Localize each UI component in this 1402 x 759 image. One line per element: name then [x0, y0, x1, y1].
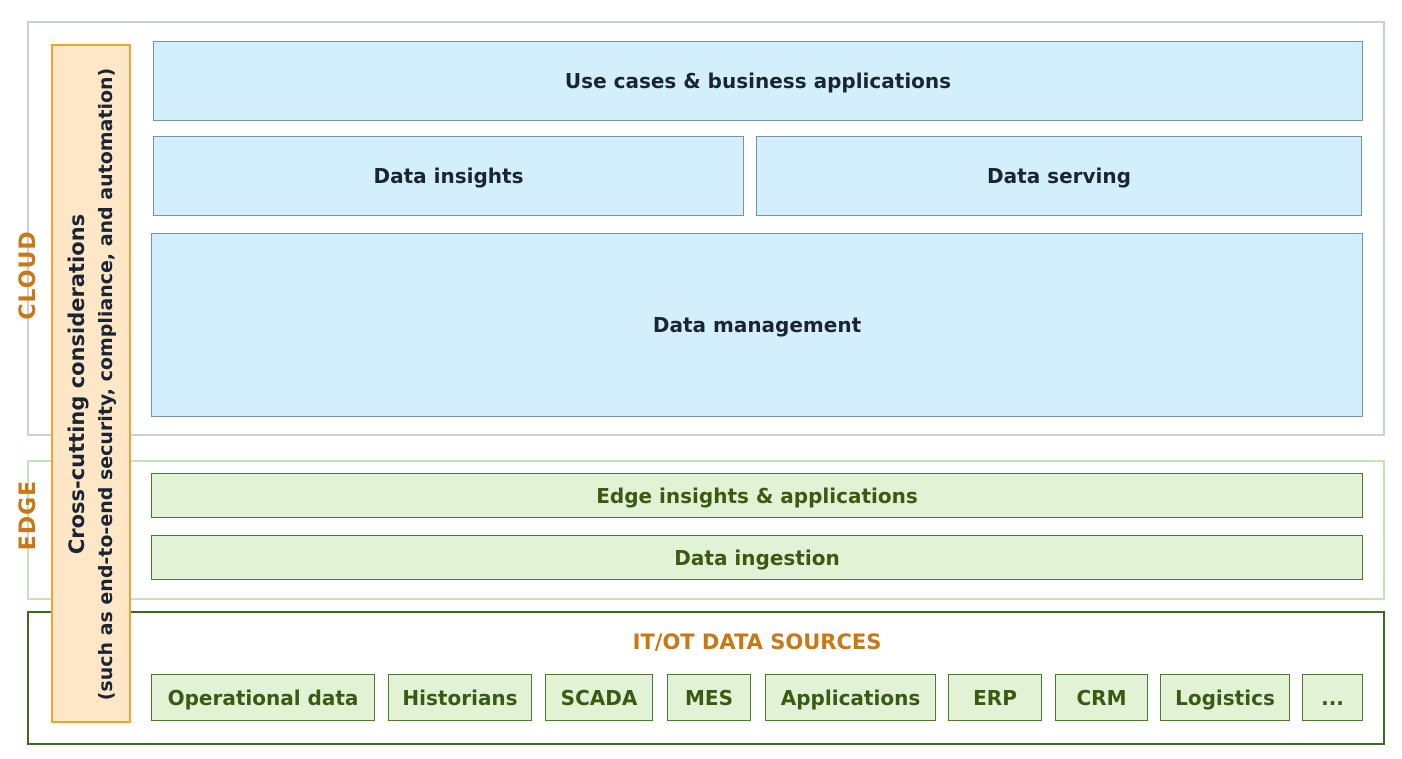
cross-cutting-panel: Cross-cutting considerations (such as en… — [51, 44, 131, 723]
edge-label: EDGE — [15, 479, 41, 551]
edge-insights-box: Edge insights & applications — [151, 473, 1363, 518]
data-insights-box: Data insights — [153, 136, 744, 216]
source-item: Logistics — [1160, 674, 1290, 721]
cloud-label: CLOUD — [15, 230, 41, 320]
cross-cutting-text: Cross-cutting considerations (such as en… — [55, 54, 127, 714]
source-item: ... — [1302, 674, 1363, 721]
data-serving-box: Data serving — [756, 136, 1362, 216]
source-item: Operational data — [151, 674, 375, 721]
source-item: Historians — [388, 674, 532, 721]
cross-cutting-title: Cross-cutting considerations — [65, 213, 89, 554]
cross-cutting-subtitle: (such as end-to-end security, compliance… — [95, 67, 117, 700]
source-item: SCADA — [545, 674, 653, 721]
source-item: CRM — [1055, 674, 1148, 721]
source-item: ERP — [948, 674, 1042, 721]
source-item: MES — [667, 674, 751, 721]
data-management-box: Data management — [151, 233, 1363, 417]
source-item: Applications — [765, 674, 936, 721]
data-sources-title: IT/OT DATA SOURCES — [632, 630, 882, 654]
use-cases-box: Use cases & business applications — [153, 41, 1363, 121]
data-ingestion-box: Data ingestion — [151, 535, 1363, 580]
